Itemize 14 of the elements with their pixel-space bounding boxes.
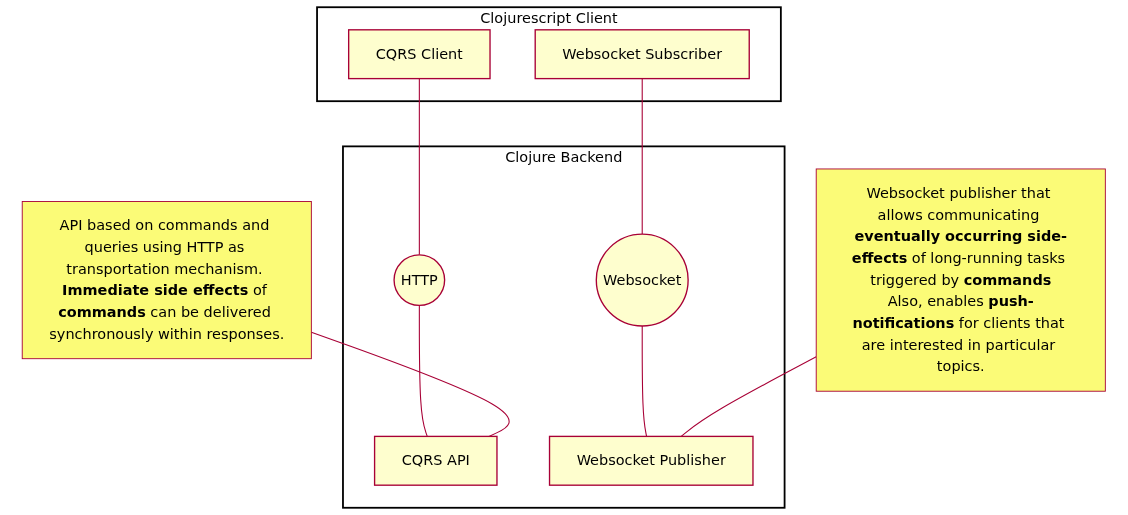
node-box: Websocket publisher that allows communicating eventually occurring side-effects of long-running tasks triggered by commands Also, enables push-notifications for clients that are interested in particular topics. — [815, 168, 1106, 392]
node-box: API based on commands and queries using HTTP as transportation mechanism. Immediate side effects of commands can be delivered synchronously within responses. — [22, 201, 312, 360]
node-box: Websocket Subscriber — [534, 29, 751, 80]
node-box: CQRS API — [374, 435, 498, 486]
connector — [419, 304, 428, 437]
node-box: CQRS Client — [348, 29, 491, 80]
node-circle: HTTP — [393, 254, 446, 307]
node-circle: Websocket — [595, 233, 690, 327]
connector — [311, 331, 510, 437]
connector — [641, 325, 648, 437]
node-box: Websocket Publisher — [549, 435, 754, 486]
connector — [419, 78, 421, 256]
connector — [680, 356, 817, 437]
connector — [641, 78, 643, 235]
